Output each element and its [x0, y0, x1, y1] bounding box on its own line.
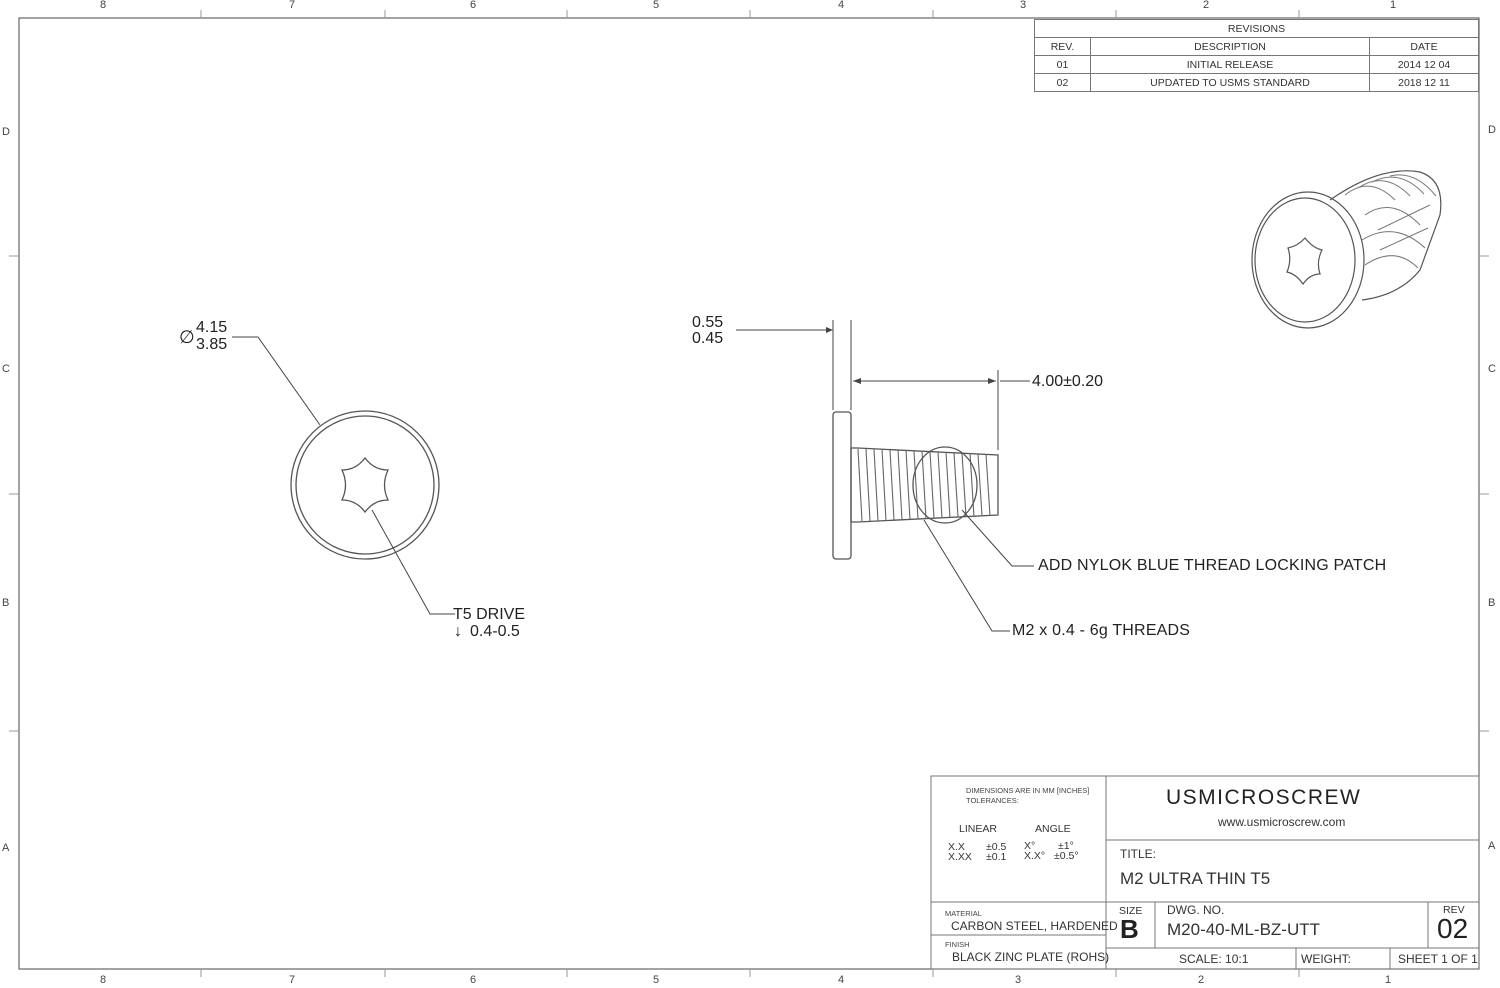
linear-val-2: ±0.1	[986, 851, 1007, 863]
zone-right-a: A	[1488, 840, 1496, 852]
zone-top-1: 1	[1390, 0, 1397, 11]
thread-lines	[857, 448, 991, 522]
part-title: M2 ULTRA THIN T5	[1120, 869, 1271, 888]
zone-bottom-6: 6	[470, 974, 477, 986]
sheet-number: SHEET 1 OF 1	[1398, 952, 1478, 966]
rev-value: 02	[1437, 913, 1469, 944]
weight-label: WEIGHT:	[1301, 952, 1351, 966]
revisions-header-rev: REV.	[1034, 37, 1091, 56]
zone-top-6: 6	[470, 0, 477, 11]
thread-spec-note: M2 x 0.4 - 6g THREADS	[1012, 622, 1191, 639]
linear-val-1: ±0.5	[986, 841, 1007, 853]
linear-key-1: X.X	[948, 841, 965, 853]
revisions-table: REVISIONS REV. DESCRIPTION DATE 01 INITI…	[1034, 19, 1479, 92]
title-block-grid	[930, 775, 1480, 970]
revision-description: UPDATED TO USMS STANDARD	[1090, 73, 1370, 92]
company-logo: USMICROSCREW	[1166, 786, 1362, 809]
revisions-title: REVISIONS	[1034, 19, 1479, 38]
zone-right-d: D	[1488, 124, 1496, 136]
dimension-arrows	[826, 327, 996, 384]
material-label: MATERIAL	[945, 909, 982, 918]
zone-top-3: 3	[1020, 0, 1027, 11]
linear-key-2: X.XX	[948, 851, 972, 863]
head-thickness-lower: 0.45	[692, 330, 724, 347]
linear-label: LINEAR	[959, 823, 997, 835]
zone-left-d: D	[2, 126, 10, 138]
zone-bottom-3: 3	[1015, 974, 1022, 986]
zone-ticks	[9, 10, 1489, 977]
zone-bottom-8: 8	[100, 974, 107, 986]
finish-label: FINISH	[945, 940, 970, 949]
zone-top-4: 4	[838, 0, 845, 11]
zone-left-c: C	[2, 363, 10, 375]
zone-top-5: 5	[653, 0, 660, 11]
diameter-symbol: ∅	[179, 327, 195, 347]
zone-top-8: 8	[100, 0, 107, 11]
tolerances-label: TOLERANCES:	[966, 796, 1019, 805]
angle-val-1: ±1°	[1058, 840, 1074, 852]
title-label: TITLE:	[1120, 847, 1157, 861]
angle-val-2: ±0.5°	[1054, 850, 1079, 862]
scale-value: SCALE: 10:1	[1179, 952, 1249, 966]
front-view-head	[290, 410, 440, 560]
drive-label: T5 DRIVE	[453, 606, 526, 623]
head-diameter-upper: 4.15	[196, 319, 228, 336]
company-website: www.usmicroscrew.com	[1218, 815, 1346, 829]
dwg-label: DWG. NO.	[1167, 903, 1225, 917]
revision-rev: 01	[1034, 55, 1091, 74]
head-diameter-lower: 3.85	[196, 336, 228, 353]
zone-bottom-7: 7	[289, 974, 296, 986]
table-row: 01 INITIAL RELEASE 2014 12 04	[1034, 55, 1479, 74]
front-view-leaders	[232, 336, 455, 615]
material-value: CARBON STEEL, HARDENED	[951, 919, 1118, 933]
zone-top-2: 2	[1203, 0, 1210, 11]
locking-patch	[912, 446, 978, 524]
dims-note: DIMENSIONS ARE IN MM [INCHES]	[966, 786, 1090, 795]
table-row: 02 UPDATED TO USMS STANDARD 2018 12 11	[1034, 73, 1479, 92]
side-view-screw	[832, 411, 999, 560]
zone-bottom-5: 5	[653, 974, 660, 986]
rev-label: REV	[1443, 904, 1465, 916]
revisions-header-date: DATE	[1369, 37, 1479, 56]
size-label: SIZE	[1119, 905, 1143, 917]
depth-symbol: ↓	[454, 623, 462, 640]
size-value: B	[1120, 914, 1139, 944]
revision-description: INITIAL RELEASE	[1090, 55, 1370, 74]
zone-left-b: B	[2, 597, 10, 609]
locking-patch-note: ADD NYLOK BLUE THREAD LOCKING PATCH	[1038, 557, 1387, 574]
zone-bottom-2: 2	[1198, 974, 1205, 986]
torx-recess	[340, 456, 390, 514]
length-dimension: 4.00±0.20	[1032, 373, 1104, 390]
zone-right-c: C	[1488, 363, 1496, 375]
zone-bottom-4: 4	[838, 974, 845, 986]
finish-value: BLACK ZINC PLATE (ROHS)	[952, 950, 1110, 964]
revisions-header-description: DESCRIPTION	[1090, 37, 1370, 56]
angle-label: ANGLE	[1035, 823, 1071, 835]
angle-key-1: X°	[1024, 840, 1036, 852]
zone-right-b: B	[1488, 597, 1496, 609]
revision-rev: 02	[1034, 73, 1091, 92]
side-view-dimension-lines	[736, 320, 1034, 632]
angle-key-2: X.X°	[1024, 850, 1046, 862]
iso-torx-recess	[1286, 237, 1323, 286]
zone-bottom-1: 1	[1385, 974, 1392, 986]
zone-left-a: A	[2, 842, 10, 854]
zone-top-7: 7	[289, 0, 296, 11]
revision-date: 2018 12 11	[1369, 73, 1479, 92]
revision-date: 2014 12 04	[1369, 55, 1479, 74]
isometric-screw	[1251, 170, 1442, 329]
drive-depth: 0.4-0.5	[470, 623, 520, 640]
head-thickness-upper: 0.55	[692, 314, 724, 331]
dwg-number: M20-40-ML-BZ-UTT	[1167, 920, 1321, 939]
